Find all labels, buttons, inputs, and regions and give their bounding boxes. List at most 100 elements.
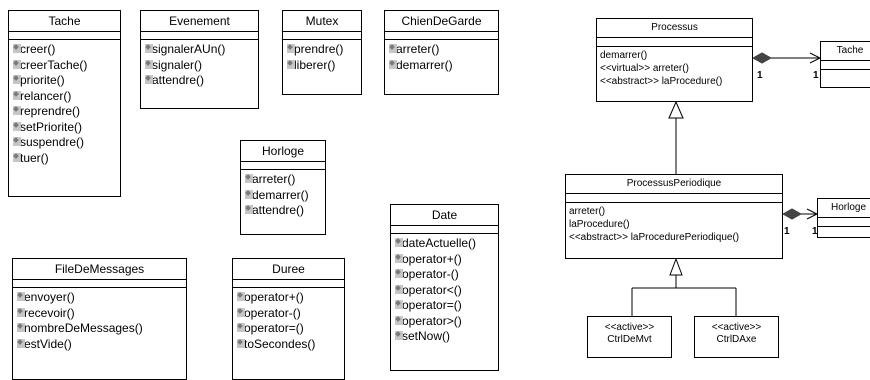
attributes-compartment	[141, 32, 258, 40]
operation: attendre()	[145, 73, 258, 89]
operation-icon	[237, 338, 245, 348]
operation-icon	[395, 238, 403, 247]
operation-icon	[245, 205, 253, 214]
operation: operator-()	[237, 306, 344, 322]
operation: creer()	[13, 42, 120, 58]
operation: envoyer()	[17, 290, 186, 306]
operation: setPriorite()	[13, 120, 120, 136]
operation-icon	[245, 174, 253, 183]
class-processus-periodique[interactable]: ProcessusPeriodique arreter()laProcedure…	[565, 174, 783, 259]
operation-icon	[13, 106, 21, 115]
operation-icon	[287, 44, 295, 53]
class-horloge[interactable]: Horloge arreter()demarrer()attendre()	[240, 140, 326, 235]
class-date[interactable]: Date dateActuelle()operator+()operator-(…	[390, 204, 499, 371]
attributes-compartment	[13, 280, 186, 288]
operations-compartment: creer()creerTache()priorite()relancer()r…	[9, 40, 120, 166]
operation: <<abstract>> laProcedure()	[600, 75, 752, 88]
operation-label: <<abstract>> laProcedure()	[600, 76, 723, 87]
operation: estVide()	[17, 337, 186, 353]
attributes-compartment	[9, 32, 120, 40]
attributes-compartment	[385, 32, 498, 40]
attributes-compartment	[566, 194, 782, 203]
operation-label: signaler()	[152, 57, 203, 72]
operation: creerTache()	[13, 58, 120, 74]
operation-icon	[389, 59, 397, 69]
class-tache[interactable]: Tache creer()creerTache()priorite()relan…	[8, 10, 121, 197]
operation: demarrer()	[600, 49, 752, 62]
operation: demarrer()	[389, 58, 498, 74]
operation-icon	[237, 323, 245, 332]
operation-label: setNow()	[402, 329, 451, 343]
operation: arreter()	[245, 172, 325, 188]
operation-icon	[145, 44, 153, 53]
stereotype-label: <<active>>	[604, 322, 655, 333]
operation-label: operator=()	[244, 321, 304, 335]
operation-icon	[237, 292, 245, 301]
class-duree[interactable]: Duree operator+()operator-()operator=()t…	[232, 258, 345, 380]
multiplicity-label: 1	[813, 70, 819, 81]
attributes-compartment	[391, 226, 498, 234]
generalization-arrowhead	[668, 100, 684, 119]
operation: operator=()	[237, 321, 344, 337]
operation-icon	[389, 44, 397, 53]
class-mutex[interactable]: Mutex prendre()liberer()	[282, 10, 362, 95]
class-file-de-messages[interactable]: FileDeMessages envoyer()recevoir()nombre…	[12, 258, 187, 380]
operation: recevoir()	[17, 306, 186, 322]
operation-label: operator+()	[244, 290, 304, 304]
multiplicity-label: 1	[812, 226, 818, 237]
class-tache-ref[interactable]: Tache	[820, 41, 870, 88]
composition-diamond	[781, 208, 803, 220]
class-ctrl-de-mvt[interactable]: <<active>> CtrlDeMvt	[587, 316, 672, 358]
operation-icon	[13, 75, 21, 84]
operation: arreter()	[389, 42, 498, 58]
operation-icon	[17, 292, 25, 301]
operation: operator-()	[395, 267, 498, 283]
operation-icon	[245, 189, 253, 199]
operations-compartment: signalerAUn()signaler()attendre()	[141, 40, 258, 89]
operation-icon	[237, 307, 245, 317]
operation: operator+()	[237, 290, 344, 306]
operations-compartment: arreter() demarrer()	[385, 40, 498, 73]
operation-icon	[13, 152, 21, 162]
operation-label: operator+()	[402, 251, 462, 266]
operation-label: operator=()	[402, 298, 462, 312]
class-processus[interactable]: Processus demarrer()<<virtual>> arreter(…	[596, 18, 753, 102]
operation-icon	[395, 300, 403, 309]
class-name: CtrlDeMvt	[607, 334, 652, 345]
class-name: CtrlDAxe	[716, 334, 757, 345]
operation-icon	[145, 59, 153, 69]
class-name: Duree	[233, 259, 344, 280]
class-name: Tache	[821, 42, 870, 61]
operation-label: arreter()	[569, 206, 606, 217]
operation-icon	[145, 75, 153, 84]
operation: nombreDeMessages()	[17, 321, 186, 337]
operation-label: <<virtual>> arreter()	[600, 63, 689, 74]
operation: relancer()	[13, 89, 120, 105]
operations-compartment: demarrer() <<virtual>> arreter() <<abstrac…	[597, 47, 752, 88]
class-name: Mutex	[283, 11, 361, 32]
operation-icon	[13, 59, 21, 69]
operation-label: demarrer()	[252, 187, 309, 202]
operation-label: arreter()	[396, 42, 440, 56]
operation-icon	[13, 121, 21, 131]
operation-label: envoyer()	[24, 290, 75, 304]
class-horloge-ref[interactable]: Horloge	[817, 198, 870, 238]
operation: liberer()	[287, 58, 361, 74]
composition-diamond	[751, 52, 773, 64]
operation: <<abstract>> laProcedurePeriodique()	[569, 231, 782, 244]
operation-icon	[395, 269, 403, 278]
class-ctrl-d-axe[interactable]: <<active>> CtrlDAxe	[694, 316, 779, 358]
operation-label: nombreDeMessages()	[24, 321, 143, 335]
operation-icon	[13, 44, 21, 53]
operation: <<virtual>> arreter()	[600, 62, 752, 75]
operation-label: operator>()	[402, 313, 462, 328]
operation-label: demarrer()	[600, 50, 648, 61]
operation-icon	[17, 338, 25, 348]
attributes-compartment	[283, 32, 361, 40]
class-evenement[interactable]: Evenement signalerAUn()signaler()attendr…	[140, 10, 259, 109]
operations-compartment: arreter()laProcedure()<<abstract>> laPro…	[566, 203, 782, 244]
operations-compartment: operator+()operator-()operator=()toSecon…	[233, 288, 344, 352]
operation-label: relancer()	[20, 88, 72, 103]
class-chien-de-garde[interactable]: ChienDeGarde arreter()demarrer()	[384, 10, 499, 95]
operation: laProcedure()	[569, 218, 782, 231]
